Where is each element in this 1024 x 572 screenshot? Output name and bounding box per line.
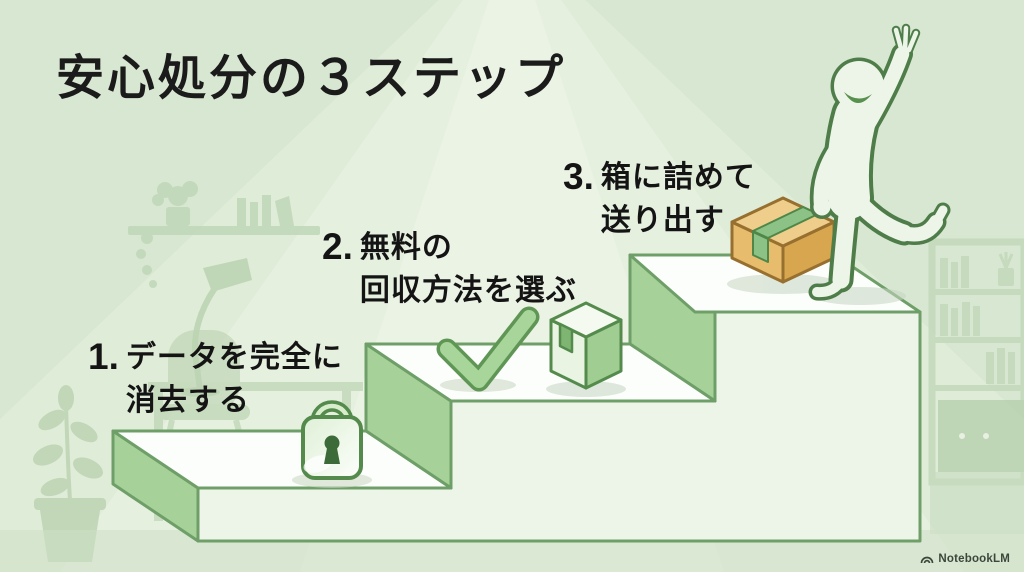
object-shadows bbox=[292, 274, 906, 488]
step-2-label: 2. 無料の 回収方法を選ぶ bbox=[322, 226, 577, 312]
step-1-label: 1. データを完全に 消去する bbox=[88, 336, 343, 422]
parcel-box-icon bbox=[549, 301, 623, 390]
step-3-line-1: 箱に詰めて bbox=[600, 161, 756, 194]
step-1-number: 1. bbox=[88, 336, 119, 377]
step-1-top-face bbox=[111, 429, 453, 490]
step-3-number: 3. bbox=[563, 156, 594, 197]
step-2-line-1: 無料の bbox=[359, 231, 453, 264]
step-2-line-2: 回収方法を選ぶ bbox=[359, 274, 577, 307]
watermark-label: NotebookLM bbox=[938, 552, 1010, 565]
padlock-icon bbox=[301, 400, 363, 480]
checkmark-icon bbox=[436, 306, 540, 392]
watermark: NotebookLM bbox=[920, 552, 1010, 565]
person-celebrating bbox=[808, 23, 951, 301]
page-title: 安心処分の３ステップ bbox=[56, 52, 567, 105]
step-1-line-1: データを完全に bbox=[125, 341, 343, 374]
step-1-line-2: 消去する bbox=[125, 384, 250, 417]
step-3-label: 3. 箱に詰めて 送り出す bbox=[563, 156, 756, 242]
step-2-number: 2. bbox=[322, 226, 353, 267]
smile-mouth bbox=[844, 92, 872, 104]
step-3-line-2: 送り出す bbox=[600, 204, 725, 237]
bookshelf-silhouette bbox=[928, 238, 1024, 534]
wall-shelf-silhouette bbox=[128, 181, 320, 288]
notebooklm-arc-logo bbox=[921, 556, 934, 564]
